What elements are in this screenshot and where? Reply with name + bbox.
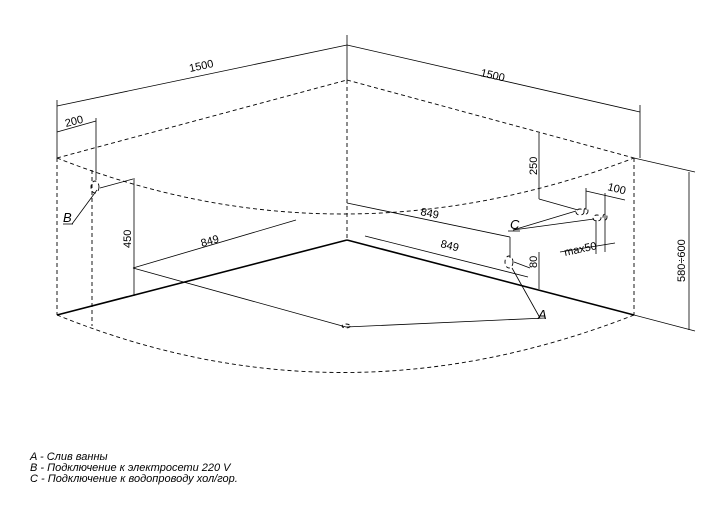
legend-item-b: B - Подключение к электросети 220 V: [30, 462, 231, 474]
dimension-width-left: 1500: [56, 35, 348, 158]
dimension-80: 80: [513, 252, 540, 289]
dim-450: 450: [122, 230, 134, 248]
dimension-total-height: 580÷600: [633, 157, 696, 332]
dimension-width-right: 1500: [346, 44, 641, 158]
marker-c: C 100 max50: [508, 181, 627, 259]
label-c: C: [510, 217, 520, 232]
dim-580-600: 580÷600: [676, 239, 688, 282]
drain-lines: 849 849 849 A: [132, 202, 547, 329]
legend-item-a: A - Слив ванны: [30, 451, 108, 463]
dimension-200: 200: [56, 114, 97, 180]
label-b: B: [63, 210, 72, 225]
dimension-450: 450: [122, 178, 135, 296]
dim-max50: max50: [563, 240, 598, 259]
legend: A - Слив ванны B - Подключение к электро…: [30, 452, 238, 485]
dim-1500-left: 1500: [188, 58, 214, 75]
marker-b: B: [63, 178, 134, 225]
dim-849-upper: 849: [419, 206, 439, 222]
dimension-250: 250: [528, 133, 579, 211]
label-a: A: [537, 307, 547, 322]
dim-100: 100: [606, 181, 627, 197]
legend-item-c: C - Подключение к водопроводу хол/гор.: [30, 473, 238, 485]
dim-849-lower: 849: [439, 238, 460, 254]
dim-849-left: 849: [200, 233, 221, 250]
dim-200: 200: [64, 114, 85, 130]
dim-80: 80: [528, 256, 540, 268]
dim-1500-right: 1500: [479, 67, 506, 84]
dim-250: 250: [528, 157, 540, 175]
tub-outline: [56, 79, 635, 373]
